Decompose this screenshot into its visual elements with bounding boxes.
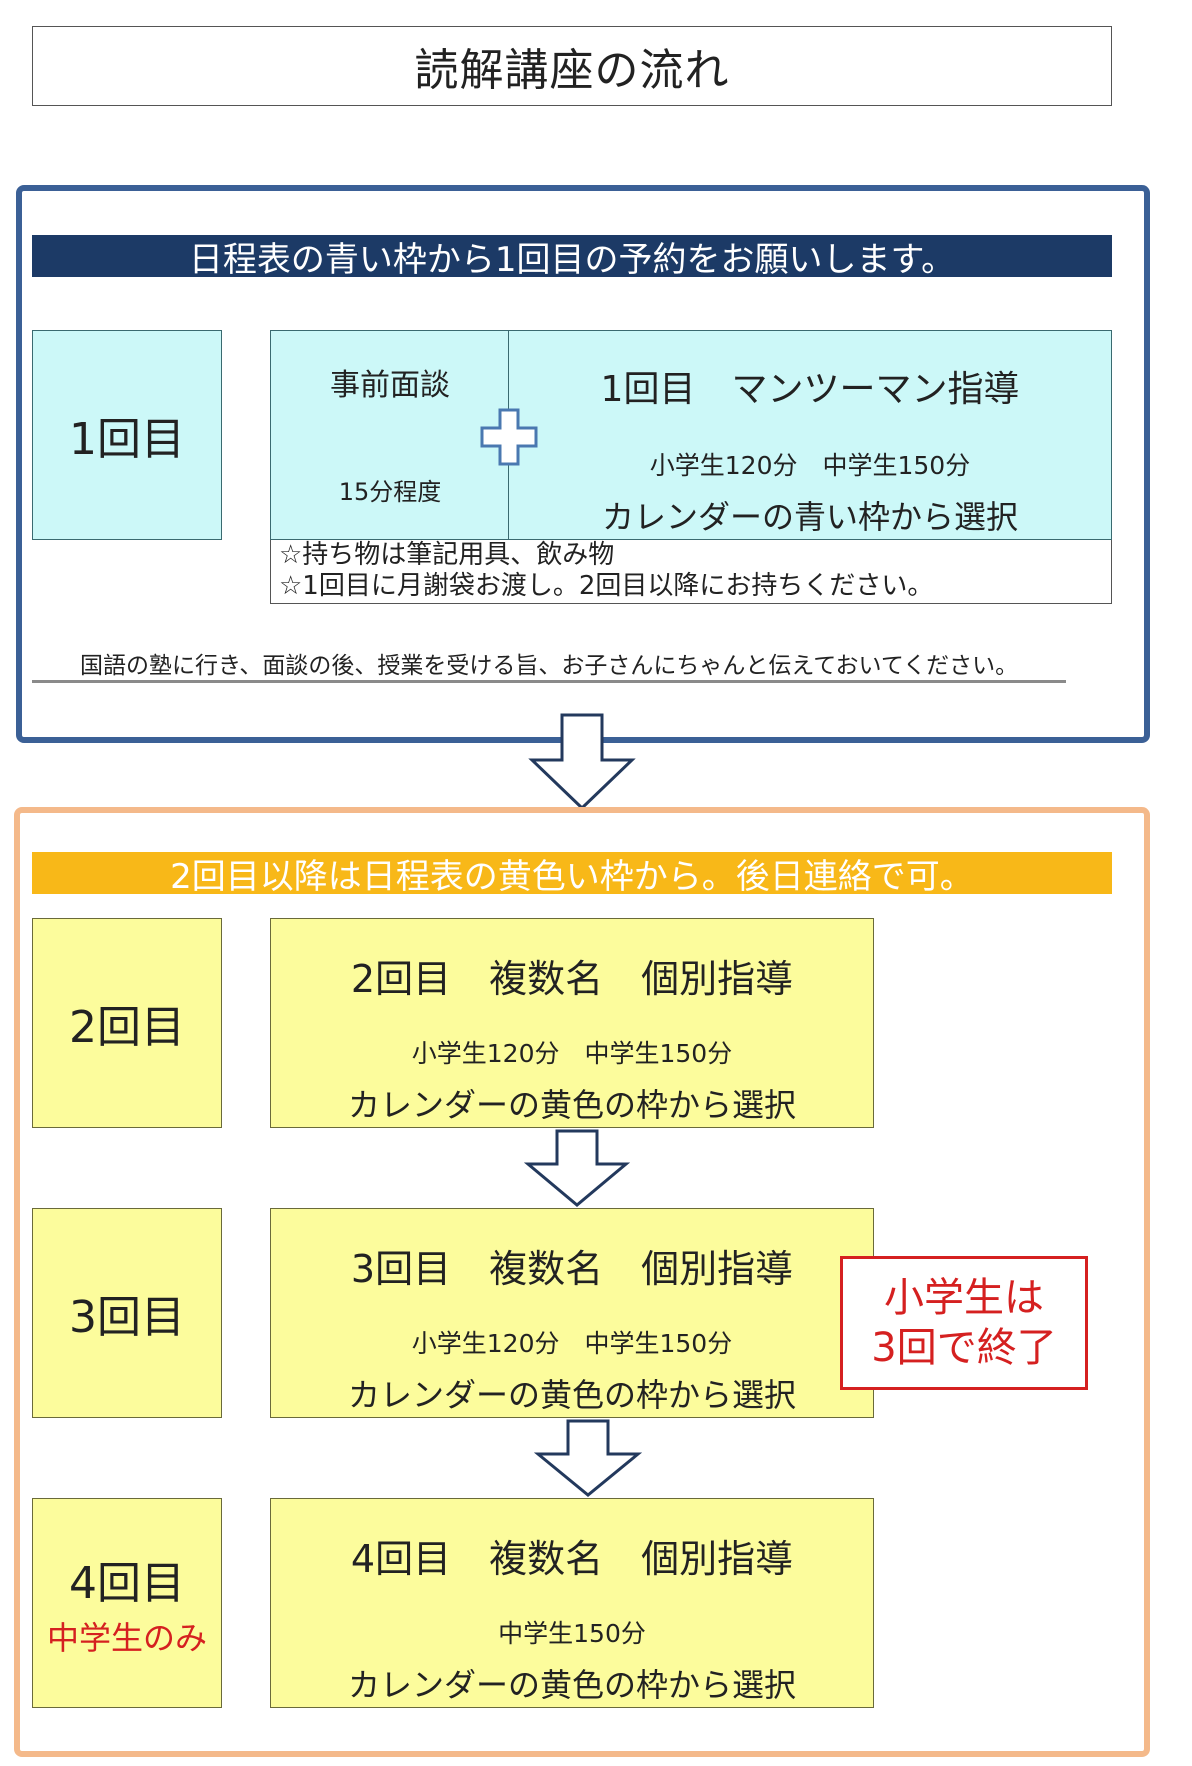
pre-interview-box bbox=[270, 330, 510, 540]
second-lesson-time: 小学生120分 中学生150分 bbox=[411, 1039, 733, 1068]
plus-icon bbox=[480, 408, 538, 466]
note-item: ☆1回目に月謝袋お渡し。2回目以降にお持ちください。 bbox=[279, 571, 934, 601]
first-lesson-title: 1回目 マンツーマン指導 bbox=[600, 369, 1020, 410]
callout-line: 3回で終了 bbox=[871, 1325, 1057, 1371]
fourth-lesson-calendar: カレンダーの黄色の枠から選択 bbox=[347, 1666, 796, 1704]
fourth-lesson-time: 中学生150分 bbox=[498, 1619, 646, 1648]
banner-later-sessions: 2回目以降は日程表の黄色い枠から。後日連絡で可。 bbox=[32, 852, 1112, 897]
first-lesson-box bbox=[508, 330, 1112, 540]
elementary-end-callout: 小学生は 3回で終了 bbox=[840, 1256, 1088, 1390]
step-label-3: 3回目 bbox=[32, 1208, 222, 1418]
remark-text: 国語の塾に行き、面談の後、授業を受ける旨、お子さんにちゃんと伝えておいてください… bbox=[80, 653, 1019, 679]
down-arrow-icon bbox=[524, 1129, 630, 1207]
page-title: 読解講座の流れ bbox=[32, 26, 1112, 106]
third-lesson-title: 3回目 複数名 個別指導 bbox=[350, 1247, 794, 1291]
step-label-4: 4回目 中学生のみ bbox=[32, 1498, 222, 1708]
third-lesson-time: 小学生120分 中学生150分 bbox=[411, 1329, 733, 1358]
pre-interview-duration: 15分程度 bbox=[338, 478, 442, 506]
pre-interview-title: 事前面談 bbox=[330, 368, 450, 403]
step-label-2: 2回目 bbox=[32, 918, 222, 1128]
third-lesson-box bbox=[270, 1208, 874, 1418]
notes-box: ☆持ち物は筆記用具、飲み物 ☆1回目に月謝袋お渡し。2回目以降にお持ちください。 bbox=[270, 540, 1112, 604]
banner-first-session: 日程表の青い枠から1回目の予約をお願いします。 bbox=[32, 235, 1112, 280]
fourth-lesson-box bbox=[270, 1498, 874, 1708]
remark-underline bbox=[32, 680, 1066, 683]
callout-line: 小学生は bbox=[884, 1275, 1044, 1321]
second-lesson-box bbox=[270, 918, 874, 1128]
second-lesson-calendar: カレンダーの黄色の枠から選択 bbox=[347, 1086, 796, 1124]
down-arrow-icon bbox=[534, 1419, 642, 1497]
step-label-4-text: 4回目 bbox=[69, 1558, 185, 1609]
second-lesson-title: 2回目 複数名 個別指導 bbox=[350, 957, 794, 1001]
first-lesson-time: 小学生120分 中学生150分 bbox=[649, 451, 971, 480]
junior-high-only-label: 中学生のみ bbox=[46, 1619, 207, 1657]
note-item: ☆持ち物は筆記用具、飲み物 bbox=[279, 540, 615, 570]
down-arrow-icon bbox=[528, 713, 636, 811]
step-label-1: 1回目 bbox=[32, 330, 222, 540]
section-later-sessions bbox=[14, 807, 1150, 1757]
first-lesson-calendar: カレンダーの青い枠から選択 bbox=[601, 498, 1018, 536]
third-lesson-calendar: カレンダーの黄色の枠から選択 bbox=[347, 1376, 796, 1414]
fourth-lesson-title: 4回目 複数名 個別指導 bbox=[350, 1537, 794, 1581]
